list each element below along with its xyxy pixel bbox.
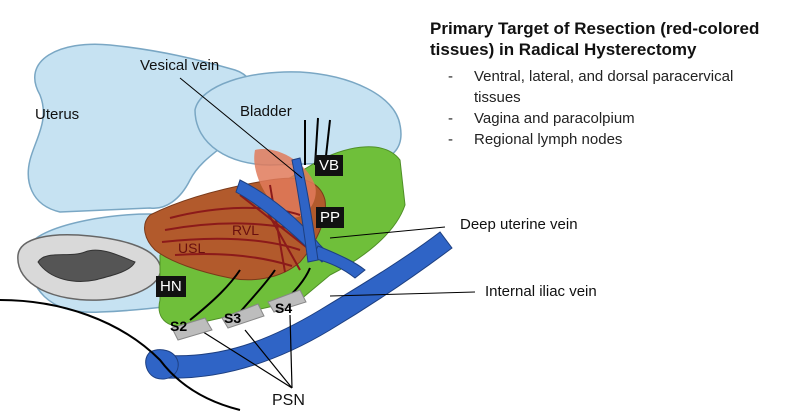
s4-label: S4 [275, 300, 293, 316]
bullet-dash: - [448, 110, 453, 127]
bullet-dash: - [448, 68, 453, 85]
panel-title-line1: Primary Target of Resection (red-colored [430, 19, 760, 38]
uterus-label: Uterus [35, 106, 80, 123]
hn-boxed-label: HN [156, 276, 186, 297]
deep-uterine-vein-label: Deep uterine vein [460, 216, 578, 233]
target-item: -Ventral, lateral, and dorsal paracervic… [448, 68, 734, 85]
target-item: -Regional lymph nodes [448, 131, 623, 148]
s2-label: S2 [170, 318, 188, 334]
bullet-dash: - [448, 131, 453, 148]
pointer-lines [179, 77, 476, 297]
target-list: -Ventral, lateral, and dorsal paracervic… [430, 66, 790, 150]
rvl-label: RVL [232, 222, 259, 238]
vesical-vein-label: Vesical vein [140, 57, 220, 74]
vb-boxed-label: VB [315, 155, 344, 176]
resection-targets-panel: Primary Target of Resection (red-colored… [430, 18, 790, 150]
grey-sacral-roots [171, 289, 307, 341]
usl-label: USL [178, 240, 206, 256]
bladder-shape [194, 71, 402, 166]
target-item: -Vagina and paracolpium [448, 110, 635, 127]
pp-boxed-label: PP [316, 207, 345, 228]
psn-label: PSN [272, 392, 305, 409]
panel-title-line2: tissues) in Radical Hysterectomy [430, 40, 697, 59]
rectum-lumen [37, 249, 136, 282]
s3-label: S3 [224, 310, 242, 326]
target-item: tissues [474, 89, 521, 106]
internal-iliac-vein-label: Internal iliac vein [485, 283, 597, 300]
psn-leaders [199, 314, 293, 389]
bladder-label: Bladder [240, 103, 292, 120]
